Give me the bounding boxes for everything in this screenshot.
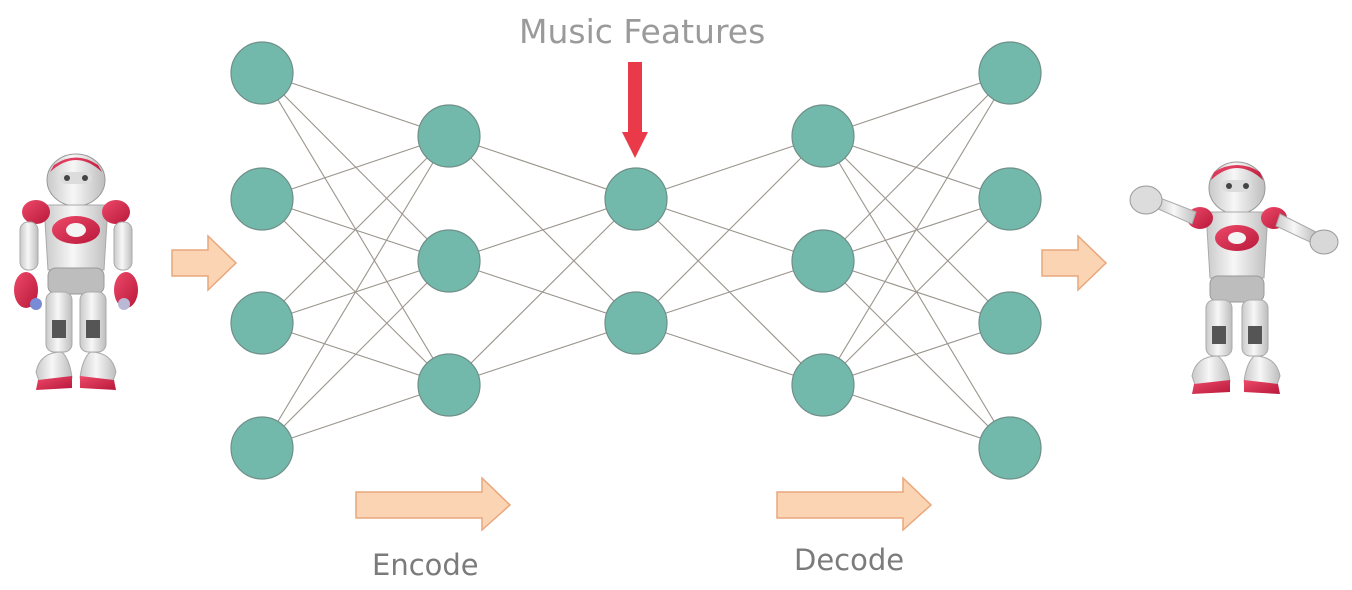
edge-l4-n3-to-n4 (822, 384, 1011, 449)
network-nodes (230, 41, 1042, 480)
node-layer3-1 (604, 167, 668, 231)
edge-l4-n1-to-n1 (822, 72, 1011, 137)
edge-l3-n2-to-n1 (635, 135, 824, 324)
edge-l3-n1-to-n1 (635, 135, 824, 200)
decode-arrow (776, 476, 933, 532)
node-layer2-3 (417, 353, 481, 417)
encode-arrow (355, 476, 512, 532)
node-layer1-1 (230, 41, 294, 105)
output-flow-arrow (1041, 234, 1108, 292)
node-layer2-1 (417, 104, 481, 168)
decode-label: Decode (794, 543, 905, 577)
node-layer4-1 (791, 104, 855, 168)
network-edges (261, 72, 1011, 449)
edge-l1-n1-to-n1 (261, 72, 450, 137)
edge-l1-n2-to-n1 (261, 135, 450, 200)
node-layer1-2 (230, 167, 294, 231)
edge-l2-n1-to-n1 (448, 135, 637, 200)
edge-l2-n3-to-n2 (448, 322, 637, 386)
node-layer5-2 (978, 167, 1042, 231)
edge-l3-n2-to-n2 (635, 260, 824, 324)
music-features-label: Music Features (519, 12, 766, 51)
music-features-arrow (622, 62, 648, 158)
edge-l2-n3-to-n1 (448, 198, 637, 386)
node-layer4-3 (791, 353, 855, 417)
output-robot (1129, 161, 1339, 394)
node-layer5-1 (978, 41, 1042, 105)
node-layer3-2 (604, 291, 668, 355)
edge-l4-n3-to-n3 (822, 322, 1011, 386)
node-layer5-3 (978, 291, 1042, 355)
edge-l1-n4-to-n3 (261, 384, 450, 449)
input-robot (14, 153, 138, 390)
edge-l1-n3-to-n1 (261, 135, 450, 324)
edge-l4-n3-to-n1 (822, 72, 1011, 386)
edge-l2-n2-to-n1 (448, 198, 637, 262)
edge-l1-n4-to-n2 (261, 260, 450, 449)
edge-l4-n3-to-n2 (822, 198, 1011, 386)
node-layer4-2 (791, 229, 855, 293)
edge-l1-n4-to-n1 (261, 135, 450, 449)
input-flow-arrow (171, 234, 238, 292)
node-layer1-4 (230, 416, 294, 480)
edge-l4-n2-to-n1 (822, 72, 1011, 262)
encode-label: Encode (372, 548, 479, 582)
edge-l3-n2-to-n3 (635, 322, 824, 386)
node-layer2-2 (417, 229, 481, 293)
node-layer5-4 (978, 416, 1042, 480)
node-layer1-3 (230, 291, 294, 355)
